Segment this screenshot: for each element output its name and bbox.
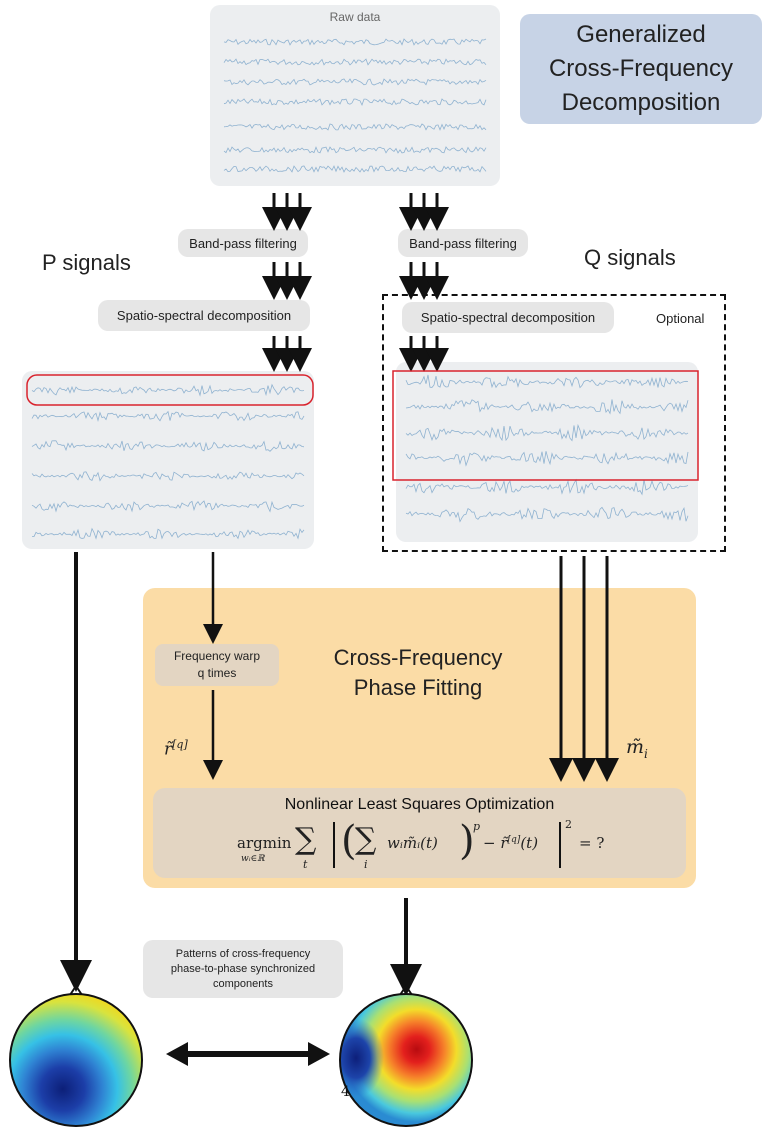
raw-data-trace (223, 165, 487, 173)
arrows-left-bandpass-to-decomposition (262, 262, 312, 300)
p-signal-trace (31, 471, 305, 482)
q-signal-trace (405, 478, 689, 496)
formula-term: wᵢm̃ᵢ(t) (387, 834, 438, 852)
formula-paren-left: ( (341, 818, 357, 864)
raw-data-trace (223, 78, 487, 86)
formula-sum-inner-sub: i (364, 858, 368, 871)
m-symbol: m̃ (626, 736, 645, 758)
formula-sum-outer-sub: t (303, 858, 308, 871)
minus-term-sup: [q] (507, 835, 521, 845)
p-signals-panel (22, 371, 314, 549)
comparison-arrowhead-right (308, 1042, 330, 1066)
optimization-formula: argmin wᵢ∈ℝ ∑ t ( ∑ i wᵢm̃ᵢ(t) ) p − r̃[… (237, 818, 657, 874)
q-signals-panel (396, 362, 698, 542)
formula-power-2: 2 (565, 818, 572, 831)
optional-label: Optional (656, 311, 705, 326)
formula-equals: = ? (579, 834, 605, 852)
phase-fitting-title-line-1: Cross-Frequency (333, 645, 503, 670)
p-signal-trace (31, 440, 305, 452)
arrows-raw-to-left-bandpass (262, 193, 312, 231)
right-topomap-number: 4 (341, 1084, 350, 1100)
title-line-1: Generalized (576, 21, 706, 48)
right-topomap: 4 (339, 984, 473, 1127)
optimization-title: Nonlinear Least Squares Optimization (284, 796, 555, 813)
phase-fitting-title: Cross-Frequency Phase Fitting (293, 643, 543, 703)
q-signal-trace (405, 423, 689, 442)
raw-data-label: Raw data (329, 10, 381, 24)
left-decomposition-pill: Spatio-spectral decomposition (98, 300, 310, 331)
q-signal-traces (405, 374, 689, 523)
patterns-line-1: Patterns of cross-frequency (175, 947, 311, 960)
formula-abs-left (333, 822, 335, 868)
q-signals-label: Q signals (584, 245, 676, 270)
warp-line-2: q times (197, 666, 237, 680)
arrows-raw-to-right-bandpass (399, 193, 449, 231)
p-signal-traces (31, 383, 305, 540)
patterns-label-box: Patterns of cross-frequency phase-to-pha… (143, 940, 343, 998)
q-signal-trace (405, 506, 689, 523)
comparison-arrowhead-left (166, 1042, 188, 1066)
raw-data-trace (223, 98, 487, 107)
raw-data-trace (223, 123, 487, 131)
phase-fitting-box: Cross-Frequency Phase Fitting Frequency … (143, 588, 696, 888)
patterns-line-2: phase-to-phase synchronized (170, 962, 316, 975)
r-q-symbol: r̃[q] (164, 738, 188, 760)
r-symbol: r̃ (164, 739, 173, 760)
p-signals-label: P signals (42, 250, 131, 275)
q-signal-trace (405, 374, 689, 389)
m-subscript: i (644, 746, 648, 761)
warp-line-1: Frequency warp (173, 649, 261, 663)
patterns-line-3: components (213, 977, 273, 990)
p-signal-trace (31, 500, 305, 513)
left-topomap (9, 984, 143, 1127)
optimization-box: Nonlinear Least Squares Optimization arg… (153, 788, 686, 878)
minus-term-text: − r̃ (483, 834, 508, 852)
p-signal-trace (31, 527, 305, 540)
formula-sum-outer: ∑ (295, 822, 317, 857)
raw-data-trace (223, 146, 487, 154)
phase-fitting-title-line-2: Phase Fitting (353, 675, 483, 700)
right-bandpass-pill: Band-pass filtering (398, 229, 528, 257)
raw-data-panel: Raw data (210, 5, 500, 186)
argmin-text: argmin (237, 834, 292, 852)
minus-term-arg: (t) (520, 834, 539, 852)
formula-minus-term: − r̃[q](t) (483, 834, 538, 852)
formula-argmin: argmin (237, 834, 291, 852)
m-i-symbol: m̃i (626, 736, 648, 761)
arrows-right-bandpass-to-decomposition (399, 262, 449, 300)
arrows-left-decomposition-to-p-signals (262, 336, 312, 372)
raw-data-trace (223, 58, 487, 66)
formula-sum-inner: ∑ (355, 822, 377, 857)
formula-abs-right (559, 822, 561, 868)
r-superscript: [q] (172, 738, 188, 751)
formula-paren-right: ) (459, 818, 475, 864)
title-line-2: Cross-Frequency (548, 55, 734, 82)
formula-argmin-sub: wᵢ∈ℝ (241, 854, 265, 864)
right-decomposition-pill: Spatio-spectral decomposition (402, 302, 614, 333)
title-line-3: Decomposition (561, 89, 721, 116)
q-signal-trace (405, 399, 689, 415)
raw-data-traces (223, 38, 487, 173)
p-signal-trace (31, 410, 305, 423)
frequency-warp-box: Frequency warp q times (155, 644, 279, 686)
left-bandpass-pill: Band-pass filtering (178, 229, 308, 257)
q-signal-trace (405, 451, 689, 467)
optional-box: Spatio-spectral decomposition Optional (382, 294, 726, 552)
formula-power-p: p (473, 820, 481, 833)
raw-data-trace (223, 38, 487, 46)
diagram-title: Generalized Cross-Frequency Decompositio… (520, 14, 762, 124)
p-signal-trace (31, 383, 305, 397)
